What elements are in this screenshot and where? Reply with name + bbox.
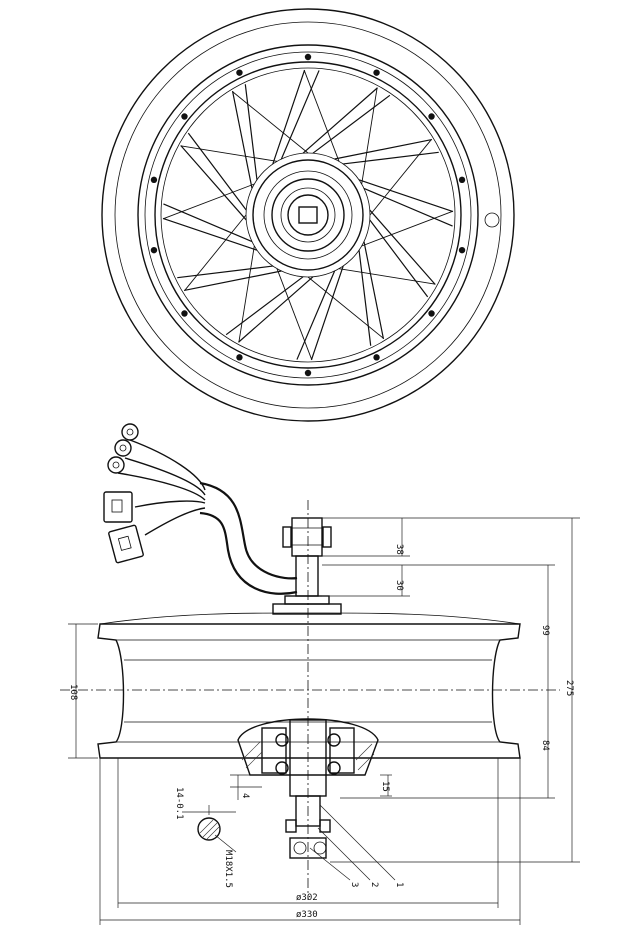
tire-inner-circle — [114, 21, 502, 409]
axle-circle — [287, 194, 329, 236]
rim-bolt — [373, 354, 380, 361]
dim-14: 14-0.1 — [174, 787, 184, 820]
dim-330: ø330 — [296, 910, 318, 920]
spoke — [162, 203, 258, 251]
spoke — [177, 265, 282, 292]
rim-bolts — [150, 53, 466, 377]
axle-flat — [298, 206, 318, 224]
connector-plugs — [103, 491, 144, 564]
cable-bundle — [117, 439, 298, 595]
hub-outer-circle — [252, 159, 364, 271]
spoke — [302, 87, 391, 154]
rim-bolt — [428, 310, 435, 317]
spoke — [272, 69, 320, 165]
dim-thread: M18X1.5 — [223, 850, 233, 888]
spokes — [162, 69, 454, 361]
axle-section-detail — [182, 805, 237, 853]
dim-302: ø302 — [296, 893, 318, 903]
spoke — [358, 179, 454, 227]
rim-bolt — [236, 69, 243, 76]
axle-top — [272, 517, 342, 615]
rim-outer-circle — [137, 44, 479, 386]
spoke — [334, 138, 439, 165]
hub-bearing-inner-circle — [271, 178, 345, 252]
spoke-edge — [303, 69, 340, 162]
spoke-edge — [162, 183, 255, 220]
rim-bolt — [181, 310, 188, 317]
spoke-edge — [369, 138, 432, 216]
rim-inner-circle — [154, 61, 462, 369]
dim-30: 30 — [394, 580, 404, 591]
spoke — [225, 276, 314, 343]
side-view: 38 30 99 275 84 108 15 4 14-0.1 M18X1.5 … — [60, 423, 580, 925]
hub-bearing-circle — [263, 170, 353, 260]
dim-275: 275 — [564, 680, 574, 696]
rim-bolt — [428, 113, 435, 120]
dim-15: 15 — [380, 781, 390, 792]
spoke-edge — [276, 268, 313, 361]
callout-1: 1 — [394, 882, 404, 887]
wheel-body — [60, 500, 560, 900]
spoke-edge — [361, 87, 378, 185]
rim-bolt — [236, 354, 243, 361]
spoke — [296, 265, 344, 361]
spoke-edge — [180, 145, 278, 162]
rim-bolt — [373, 69, 380, 76]
hub-section — [237, 718, 379, 859]
spoke-edge — [231, 91, 309, 154]
spoke-edge — [338, 268, 436, 285]
spoke — [358, 241, 385, 346]
axle-ring — [280, 187, 336, 243]
rim-bolt — [458, 246, 466, 254]
rim-bolt — [181, 113, 188, 120]
rim-bolt — [150, 176, 158, 184]
spoke-edge — [184, 214, 247, 292]
hub-flange-circle — [245, 152, 371, 278]
spoke-edge — [361, 210, 454, 247]
rim-bolt — [458, 176, 466, 184]
rim-flange-circle — [144, 51, 472, 379]
callout-3: 3 — [349, 882, 359, 887]
rim-bolt — [304, 53, 312, 61]
front-view — [101, 8, 515, 422]
rim-bolt — [304, 369, 312, 377]
tire-outer-circle — [101, 8, 515, 422]
dim-108: 108 — [68, 684, 78, 700]
spoke — [231, 84, 258, 189]
callout-2: 2 — [369, 882, 379, 887]
spoke — [180, 132, 247, 221]
spoke-edge — [238, 245, 255, 343]
dim-84: 84 — [540, 740, 550, 751]
spoke-edge — [307, 276, 385, 339]
dimension-labels: 38 30 99 275 84 108 15 4 14-0.1 M18X1.5 … — [68, 544, 574, 920]
dimension-lines — [68, 517, 580, 925]
dim-38: 38 — [394, 544, 404, 555]
ring-terminals — [107, 423, 139, 474]
dim-99: 99 — [540, 625, 550, 636]
spoke — [369, 209, 436, 298]
rim-bolt — [150, 246, 158, 254]
spoke-outer-ring — [160, 67, 456, 363]
valve-circle — [484, 212, 500, 228]
dim-4: 4 — [240, 793, 250, 798]
